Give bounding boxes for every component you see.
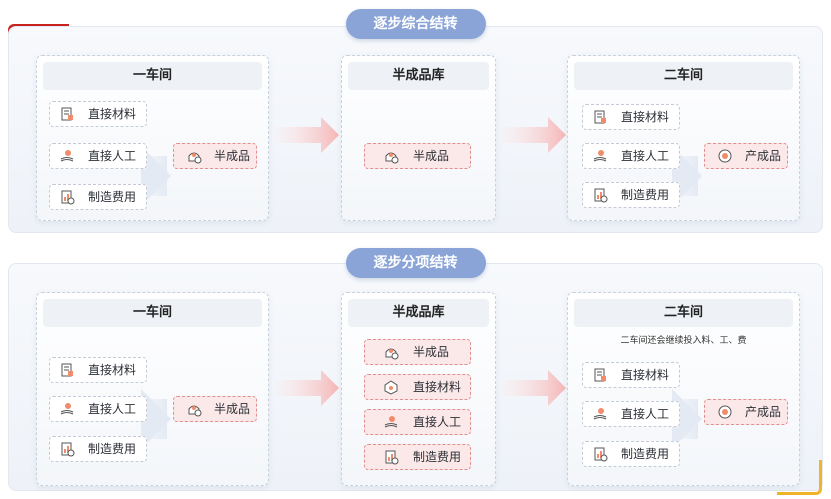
- item-label: 制造费用: [621, 447, 670, 461]
- flow-arrow: [275, 117, 339, 153]
- item-overhead: 制造费用: [49, 184, 147, 210]
- item-label: 半成品: [413, 149, 450, 163]
- item-semi-product: 半成品: [173, 396, 257, 422]
- item-labor: 直接人工: [582, 401, 680, 427]
- item-labor: 直接人工: [582, 143, 680, 169]
- item-label: 直接人工: [621, 149, 670, 163]
- semi-product-icon: [385, 152, 399, 164]
- workshop1-panel: 一车间 直接材料 直接人工 制造费用 半成品: [36, 55, 269, 221]
- product-icon: [718, 149, 732, 163]
- overhead-icon: [594, 188, 608, 203]
- item-material: 直接材料: [364, 374, 471, 400]
- item-semi-product: 半成品: [364, 143, 471, 169]
- item-label: 直接人工: [88, 402, 137, 416]
- section-step-itemized: 逐步分项结转 一车间 直接材料 直接人工 制造费用 半成品 半成品库: [8, 248, 823, 491]
- product-icon: [718, 405, 732, 419]
- workshop2-panel: 二车间 直接材料 直接人工 制造费用 产成品: [567, 55, 800, 221]
- labor-icon: [593, 150, 607, 162]
- overhead-icon: [594, 447, 608, 462]
- material-icon: [384, 380, 398, 395]
- item-material: 直接材料: [582, 362, 680, 388]
- item-material: 直接材料: [49, 101, 147, 127]
- panel-title: 一车间: [43, 62, 262, 90]
- section-step-comprehensive: 逐步综合结转 一车间 直接材料 直接人工 制造费用 半成品 半成品库: [8, 9, 823, 233]
- item-overhead: 制造费用: [49, 436, 147, 462]
- item-material: 直接材料: [582, 104, 680, 130]
- labor-icon: [60, 150, 74, 162]
- item-label: 直接人工: [413, 415, 462, 429]
- item-overhead: 制造费用: [582, 441, 680, 467]
- item-label: 直接人工: [88, 149, 137, 163]
- semi-product-icon: [188, 405, 202, 417]
- labor-icon: [384, 416, 398, 428]
- workshop2-note: 二车间还会继续投入料、工、费: [620, 336, 747, 346]
- panel-title: 半成品库: [348, 299, 489, 327]
- item-label: 直接人工: [621, 407, 670, 421]
- semi-product-icon: [385, 348, 399, 360]
- item-label: 直接材料: [88, 107, 137, 121]
- item-material: 直接材料: [49, 357, 147, 383]
- item-label: 半成品: [214, 402, 251, 416]
- item-overhead: 制造费用: [364, 444, 471, 470]
- item-labor: 直接人工: [49, 396, 147, 422]
- overhead-icon: [385, 450, 399, 465]
- item-label: 直接材料: [413, 380, 462, 394]
- item-semi-product: 半成品: [173, 143, 257, 169]
- panel-title: 二车间: [574, 299, 793, 327]
- workshop1-panel: 一车间 直接材料 直接人工 制造费用 半成品: [36, 292, 269, 486]
- item-label: 制造费用: [88, 442, 137, 456]
- item-product: 产成品: [704, 143, 788, 169]
- item-label: 制造费用: [88, 190, 137, 204]
- flow-arrow: [275, 370, 339, 406]
- item-label: 直接材料: [88, 363, 137, 377]
- item-overhead: 制造费用: [582, 182, 680, 208]
- material-icon: [594, 110, 606, 124]
- material-icon: [594, 368, 606, 382]
- item-product: 产成品: [704, 399, 788, 425]
- item-label: 制造费用: [621, 188, 670, 202]
- item-labor: 直接人工: [364, 409, 471, 435]
- item-label: 产成品: [745, 149, 782, 163]
- item-label: 直接材料: [621, 368, 670, 382]
- item-label: 产成品: [745, 405, 782, 419]
- item-semi-product: 半成品: [364, 339, 471, 365]
- flow-arrow: [502, 117, 566, 153]
- panel-title: 一车间: [43, 299, 262, 327]
- item-label: 直接材料: [621, 110, 670, 124]
- corner-accent-yellow: [777, 460, 822, 495]
- material-icon: [61, 363, 73, 377]
- labor-icon: [60, 403, 74, 415]
- flow-arrow: [502, 370, 566, 406]
- semi-product-icon: [188, 152, 202, 164]
- material-icon: [61, 107, 73, 121]
- item-label: 半成品: [413, 345, 450, 359]
- item-labor: 直接人工: [49, 143, 147, 169]
- warehouse-panel: 半成品库 半成品: [341, 55, 496, 221]
- overhead-icon: [61, 190, 75, 205]
- warehouse-panel: 半成品库 半成品 直接材料 直接人工 制造费用: [341, 292, 496, 486]
- panel-title: 二车间: [574, 62, 793, 90]
- item-label: 制造费用: [413, 450, 462, 464]
- section-title: 逐步分项结转: [345, 248, 486, 278]
- workshop2-panel: 二车间 二车间还会继续投入料、工、费 直接材料 直接人工 制造费用 产成品: [567, 292, 800, 486]
- item-label: 半成品: [214, 149, 251, 163]
- panel-title: 半成品库: [348, 62, 489, 90]
- overhead-icon: [61, 442, 75, 457]
- section-title: 逐步综合结转: [345, 9, 486, 39]
- labor-icon: [593, 408, 607, 420]
